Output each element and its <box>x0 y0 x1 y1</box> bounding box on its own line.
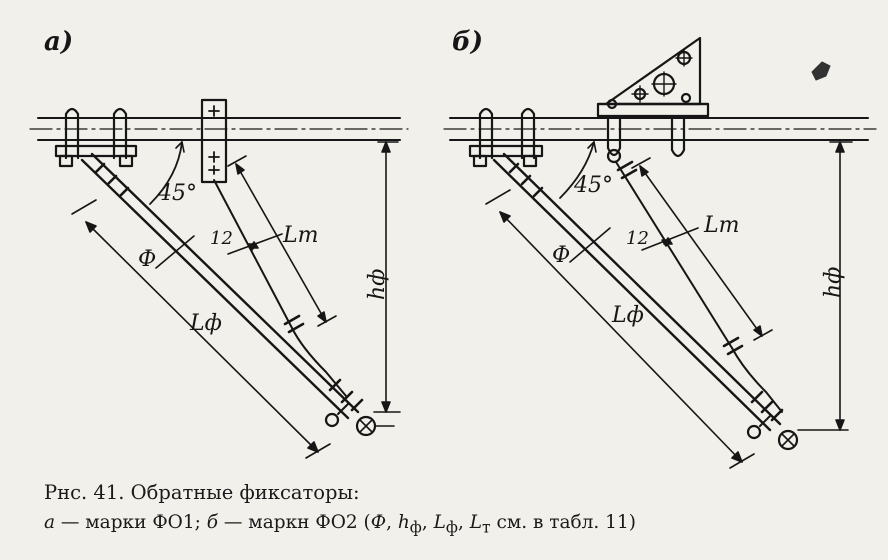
panel-a-gap-label: 12 <box>210 228 233 249</box>
panel-a-lphi-label: Lф <box>189 311 222 336</box>
panel-b-lt-label: Lт <box>703 213 739 238</box>
panel-b-eyelets <box>746 415 849 451</box>
panel-a-dimension-phi <box>155 235 195 269</box>
panel-b-triangular-bracket <box>596 36 710 164</box>
panel-b-dimension-lphi <box>485 189 755 469</box>
panel-b-angle-label: 45° <box>573 173 613 198</box>
panel-a-angle-label: 45° <box>157 181 197 206</box>
panel-b-support-tube <box>443 117 877 141</box>
caption-title: Рнс. 41. Обратные фиксаторы: <box>44 481 360 504</box>
panel-b-dimension-hphi <box>829 141 853 431</box>
panel-a-hphi-label: hф <box>365 269 390 300</box>
panel-b-phi-label: Ф <box>552 243 570 268</box>
panel-a-dimension-lphi <box>71 199 331 459</box>
panel-a-dimension-lt <box>227 155 337 327</box>
panel-a-letter: а) <box>44 27 73 57</box>
panel-a-lt-label: Lт <box>282 223 318 248</box>
panel-a-angle-arc <box>149 141 183 205</box>
panel-a-tie-rod <box>213 179 347 397</box>
panel-b-letter: б) <box>452 27 483 57</box>
panel-b-dimension-phi <box>569 227 611 263</box>
caption-legend: а — марки ФО1; б — маркн ФО2 (Ф, hф, Lф,… <box>44 512 636 537</box>
figure-caption: Рнс. 41. Обратные фиксаторы: а — марки Ф… <box>44 478 884 543</box>
panel-b-hphi-label: hф <box>821 267 846 298</box>
panel-a-dimension-hphi <box>373 141 401 413</box>
fixator-diagram: а) <box>29 27 877 469</box>
panel-a-support-tube <box>29 117 409 141</box>
panel-a: а) <box>29 27 409 459</box>
panel-b-fixator-rod <box>492 152 784 432</box>
panel-b-tie-rod <box>615 160 783 413</box>
panel-a-phi-label: Ф <box>138 247 156 272</box>
ink-blot <box>811 61 831 81</box>
panel-b-gap-label: 12 <box>626 228 649 249</box>
panel-b: б) <box>443 27 877 469</box>
panel-a-fixator-rod <box>80 152 364 420</box>
panel-b-lphi-label: Lф <box>611 303 644 328</box>
panel-b-angle-arc <box>559 141 595 199</box>
panel-b-dimension-lt <box>631 157 773 341</box>
panel-b-dimension-12 <box>641 227 699 251</box>
panel-a-dimension-12 <box>227 233 283 255</box>
panel-a-eyelets <box>324 403 395 437</box>
panel-a-ubolt-clamp <box>54 107 138 168</box>
